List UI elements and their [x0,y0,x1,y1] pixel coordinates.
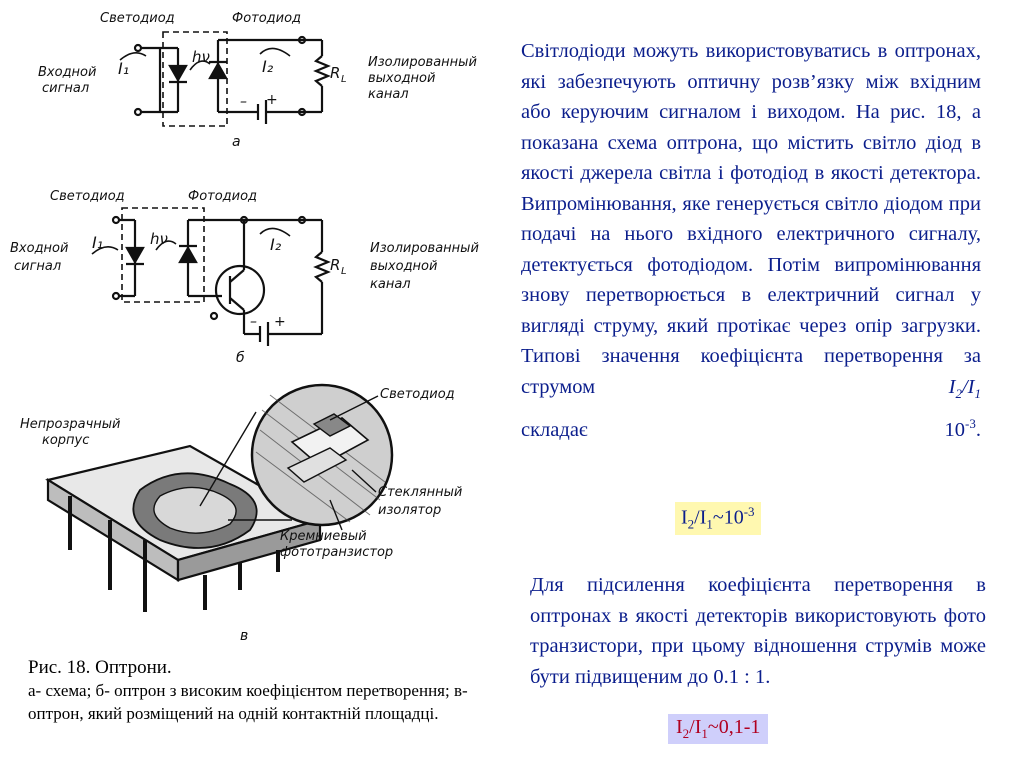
paragraph1-text: Світлодіоди можуть використовуватись в о… [521,40,981,398]
glass-insulator-label-2: изолятор [378,503,441,518]
ratio-i1: /I [961,375,975,398]
badge1-i2: I [681,506,688,529]
schematic-b [91,207,331,346]
package-pins [68,496,280,612]
photodiode-label-b: Фотодиод [188,189,257,204]
paragraph1-exponent: -3 [965,416,976,432]
badge1-sub2: 2 [687,516,695,532]
silicon-label-2: фототранзистор [280,545,393,560]
led-label-a: Светодиод [100,11,175,26]
input-label-b-1: Входной [10,241,68,256]
resistor-sub-a: L [341,74,347,85]
figure-letter-c: в [240,628,248,644]
figure-letter-a: а [232,134,241,150]
paragraph-phototransistor: Для підсилення коефіцієнта перетворення … [530,574,986,688]
paragraph1-end-text: складає 10 [521,418,966,441]
ratio-badge-typical: I2/I1~10-3 [675,502,761,535]
output-label-b-1: Изолированный [370,241,479,256]
silicon-label-1: Кремниевый [280,529,367,544]
current-i2-b: I₂ [270,235,282,254]
plus-sign-a: + [266,92,278,108]
input-label-a-1: Входной [38,65,96,80]
badge1-i1: /I [694,506,707,529]
optocoupler-package-drawing [45,383,394,612]
schematic-a [119,31,331,127]
input-label-b-2: сигнал [14,259,61,274]
opaque-case-label-2: корпус [42,433,89,448]
output-label-a-3: канал [368,87,409,102]
ratio-i2: I [948,375,956,398]
caption-text: а- схема; б- оптрон з високим коефіцієнт… [28,681,468,723]
badge2-value: ~0,1-1 [707,716,761,738]
minus-sign-a: – [240,94,247,110]
plus-sign-b: + [274,314,286,330]
paragraph1-last-line: складає 10-3. [521,409,981,445]
badge1-value: ~10 [712,506,744,529]
paragraph1-period: . [975,418,981,441]
badge2-i1: /I [689,716,702,738]
current-i1-a: I₁ [118,59,129,78]
current-i1-b: I₁ [92,233,103,252]
badge2-sub1: 1 [701,726,708,741]
caption-title: Рис. 18. Оптрони. [28,657,172,678]
optocoupler-figure: Светодиод Фотодиод Входной сигнал I₁ hν … [10,11,479,644]
led-label-c: Светодиод [380,387,455,402]
photon-label-a: hν [192,48,210,66]
figure-letter-b: б [236,350,245,366]
ratio-sub1: 1 [974,385,982,401]
badge1-exponent: -3 [743,504,755,519]
led-label-b: Светодиод [50,189,125,204]
resistor-label-a: R [330,64,340,82]
photon-label-b: hν [150,230,168,248]
badge2-i2: I [676,716,683,738]
resistor-sub-b: L [341,266,347,277]
paragraph-optocoupler-description: Світлодіоди можуть використовуватись в о… [521,36,981,445]
output-label-a-1: Изолированный [368,55,477,70]
ratio-formula: I2/I1 [948,375,982,401]
badge2-sub2: 2 [682,726,690,741]
ratio-sub2: 2 [955,385,962,401]
output-label-b-3: канал [370,277,411,292]
ratio-badge-enhanced: I2/I1~0,1-1 [668,714,769,744]
input-label-a-2: сигнал [42,81,89,96]
opaque-case-label-1: Непрозрачный [20,417,121,432]
badge1-sub1: 1 [706,516,713,532]
glass-insulator-label-1: Стеклянный [378,485,462,500]
photodiode-label-a: Фотодиод [232,11,301,26]
figure-caption: Рис. 18. Оптрони. а- схема; б- оптрон з … [28,656,498,725]
resistor-label-b: R [330,256,340,274]
minus-sign-b: – [250,314,257,330]
output-label-b-2: выходной [370,259,437,274]
output-label-a-2: выходной [368,71,435,86]
current-i2-a: I₂ [262,57,274,76]
